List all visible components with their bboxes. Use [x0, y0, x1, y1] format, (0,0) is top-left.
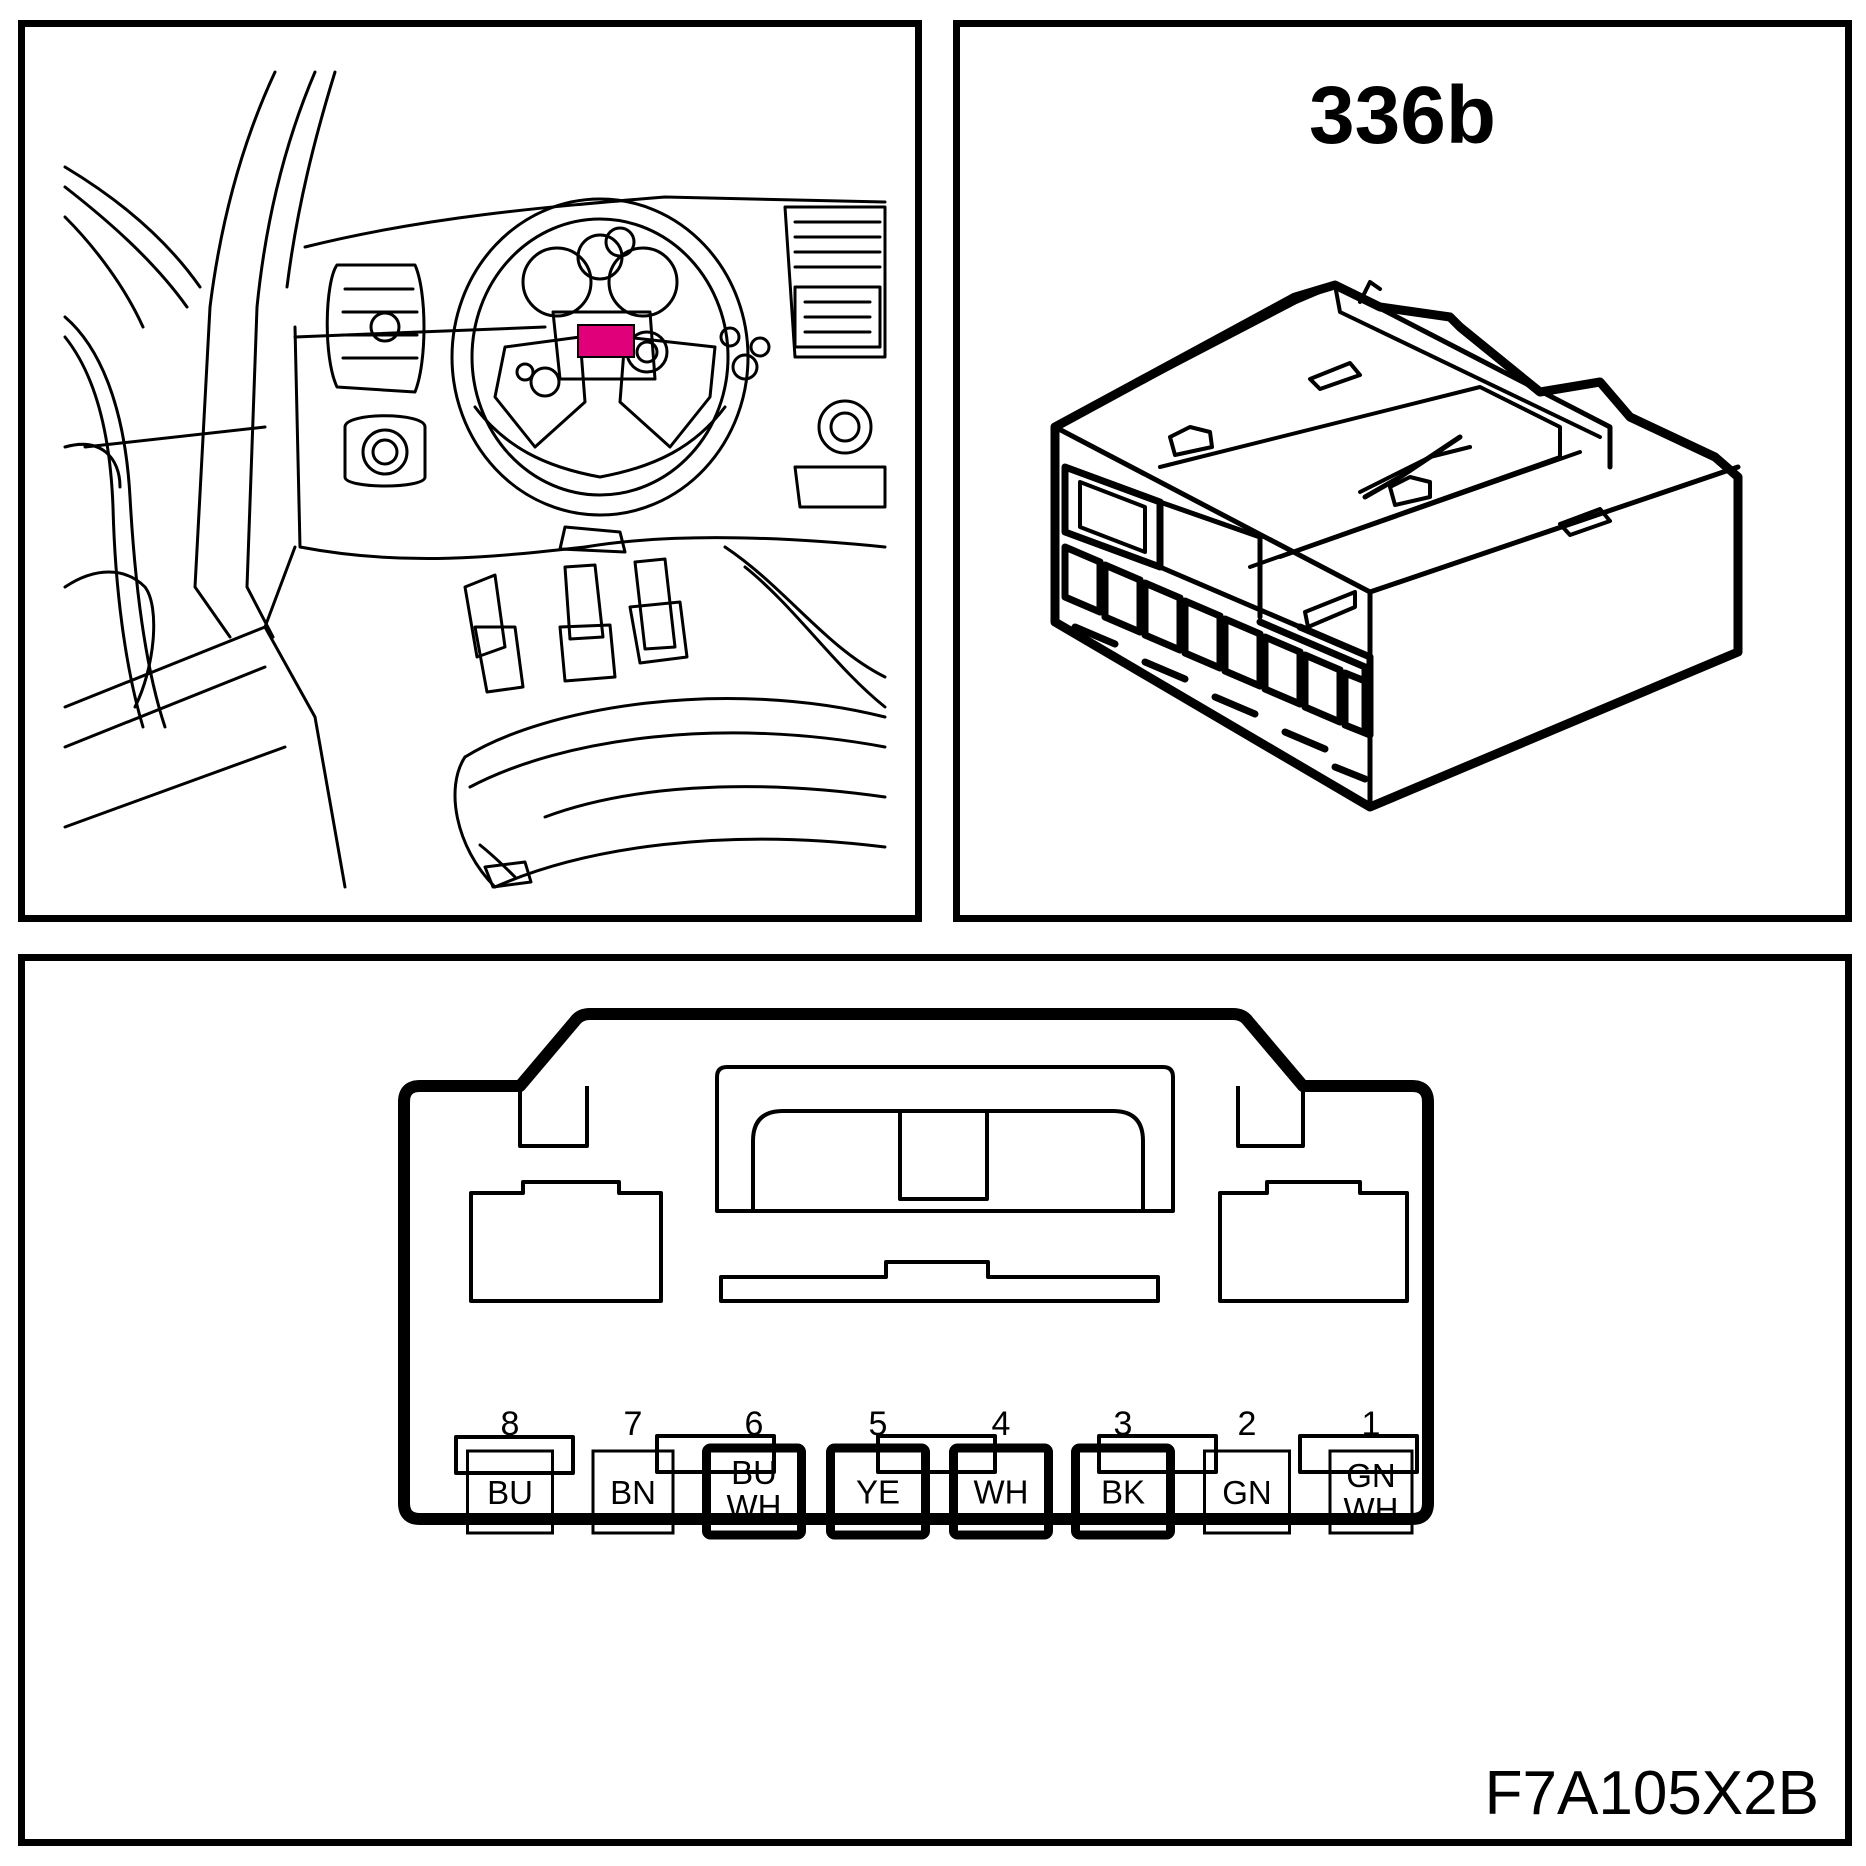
pin-wire-color: GN	[1346, 1457, 1396, 1494]
pin-number: 3	[1114, 1405, 1133, 1443]
pin-wire-color: BN	[610, 1474, 656, 1511]
pin-4: 4WH	[949, 1405, 1053, 1540]
pin-5: 5YE	[826, 1405, 930, 1540]
vehicle-interior-illustration	[63, 70, 887, 889]
figure-code: F7A105X2B	[1484, 1759, 1819, 1828]
pin-wire-color: BK	[1101, 1474, 1145, 1511]
pin-2: 2GN	[1203, 1405, 1291, 1535]
pin-wire-color: YE	[856, 1474, 900, 1511]
pin-number: 1	[1362, 1405, 1381, 1443]
connector-view-panel: 336b	[953, 20, 1852, 922]
pin-cavity	[1203, 1449, 1291, 1535]
pin-3: 3BK	[1071, 1405, 1175, 1540]
location-view-panel	[18, 20, 922, 922]
pin-wire-color: GN	[1222, 1474, 1272, 1511]
pin-cavity	[949, 1443, 1053, 1540]
pin-cavity	[466, 1449, 554, 1535]
pin-wire-stripe-color: WH	[727, 1488, 782, 1525]
connector-id-label: 336b	[1309, 70, 1496, 161]
pin-wire-stripe-color: WH	[1344, 1491, 1399, 1528]
connector-location-highlight	[577, 324, 635, 358]
pin-wire-color: BU	[731, 1454, 777, 1491]
pin-number: 2	[1238, 1405, 1257, 1443]
pin-number: 6	[745, 1405, 764, 1443]
pin-7: 7BN	[591, 1405, 675, 1535]
pin-number: 4	[992, 1405, 1011, 1443]
pin-cavity	[591, 1449, 675, 1535]
pin-number: 5	[869, 1405, 888, 1443]
pin-number: 7	[624, 1405, 643, 1443]
pin-cavity	[826, 1443, 930, 1540]
pin-wire-color: WH	[974, 1474, 1029, 1511]
pin-number: 8	[501, 1405, 520, 1443]
pin-cavity	[702, 1443, 806, 1540]
pin-8: 8BU	[466, 1405, 554, 1535]
pin-cavity	[1328, 1449, 1414, 1535]
pin-wire-color: BU	[487, 1474, 533, 1511]
pin-cavity	[1071, 1443, 1175, 1540]
connector-isometric-illustration	[1050, 280, 1743, 812]
